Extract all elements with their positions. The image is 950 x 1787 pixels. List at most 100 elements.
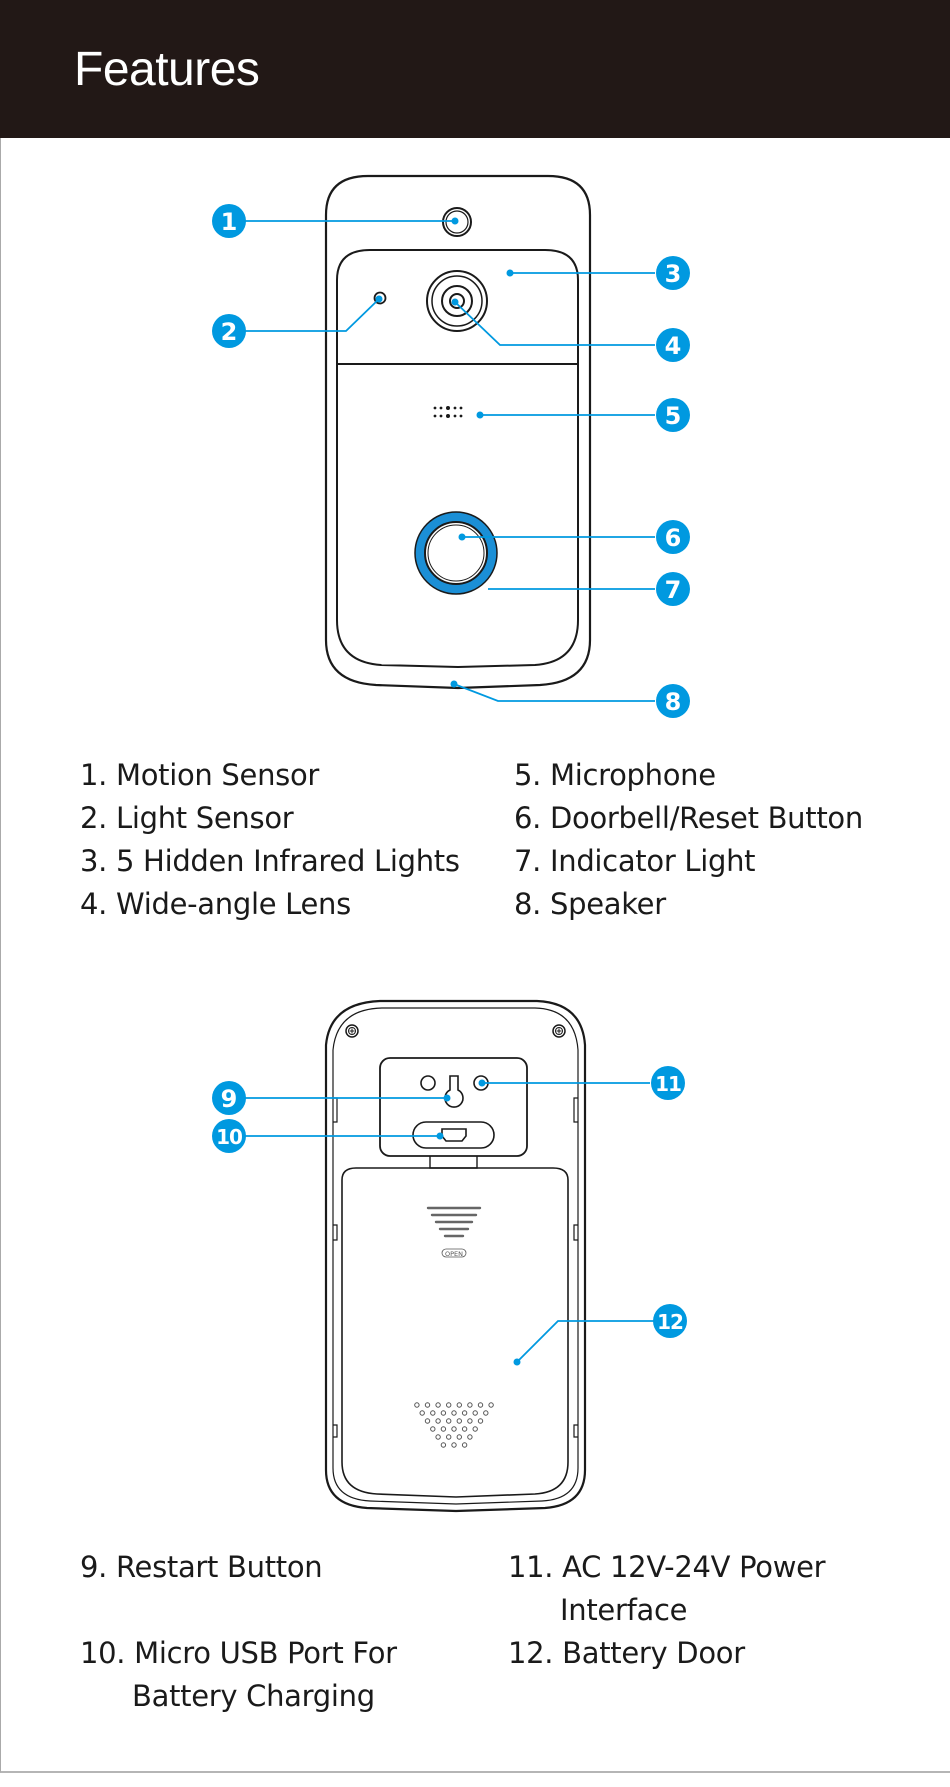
grill-hole: [472, 1410, 478, 1416]
callout-5: 5: [656, 398, 690, 432]
svg-text:9: 9: [221, 1085, 238, 1113]
grill-hole: [435, 1418, 441, 1424]
front-legend-right: 5. Microphone 6. Doorbell/Reset Button 7…: [514, 754, 863, 926]
callout-12: 12: [653, 1304, 687, 1338]
micro-usb-port: [441, 1128, 467, 1142]
grill-hole: [461, 1410, 468, 1416]
grill-hole: [467, 1434, 473, 1440]
grill-hole: [451, 1410, 457, 1416]
svg-text:12: 12: [657, 1310, 683, 1334]
legend-item: 4. Wide-angle Lens: [80, 887, 351, 921]
legend-item: 1. Motion Sensor: [80, 758, 320, 792]
microphone-holes: [433, 406, 463, 418]
grill-hole: [483, 1410, 489, 1416]
grill-hole: [446, 1434, 452, 1440]
callout-10: 10: [212, 1119, 246, 1153]
svg-text:11: 11: [655, 1072, 681, 1096]
grill-hole: [440, 1442, 447, 1448]
grill-hole: [451, 1442, 457, 1448]
battery-door: [341, 1167, 569, 1498]
open-grip-lines: [426, 1206, 482, 1238]
light-sensor: [373, 291, 387, 305]
callout-4: 4: [656, 328, 690, 362]
motion-sensor-inner: [445, 210, 469, 234]
lens-center: [449, 293, 465, 309]
doorbell-back-body: [324, 999, 587, 1513]
svg-text:4: 4: [665, 332, 682, 360]
speaker-grill: [414, 1402, 494, 1448]
front-view-diagram: 1 2 3 4 5 6 7 8: [212, 174, 690, 718]
doorbell-front-body: [324, 174, 592, 690]
callout-2: 2: [212, 314, 246, 348]
grill-hole: [430, 1426, 436, 1432]
grill-hole: [456, 1434, 462, 1440]
grill-hole: [446, 1418, 452, 1424]
grill-hole: [440, 1410, 447, 1416]
svg-text:7: 7: [665, 576, 682, 604]
svg-text:1: 1: [221, 208, 238, 236]
grill-hole: [430, 1410, 436, 1416]
doorbell-face-plate: [336, 249, 579, 669]
front-legend-left: 1. Motion Sensor 2. Light Sensor 3. 5 Hi…: [80, 754, 460, 926]
grill-hole: [467, 1402, 473, 1408]
page-title: Features: [74, 43, 260, 96]
legend-item: 7. Indicator Light: [514, 844, 756, 878]
content-frame: [0, 138, 950, 1773]
legend-item: 11. AC 12V-24V Power: [508, 1550, 826, 1584]
grill-hole: [477, 1402, 484, 1408]
header-bar: Features: [0, 0, 950, 138]
svg-text:2: 2: [221, 318, 238, 346]
grill-hole: [446, 1402, 452, 1408]
doorbell-back-inner: [332, 1007, 579, 1505]
legend-item-continued: Battery Charging: [132, 1679, 375, 1713]
callout-1: 1: [212, 204, 246, 238]
lens-inner: [441, 285, 473, 317]
legend-item: 10. Micro USB Port For: [80, 1636, 397, 1670]
legend-item: 9. Restart Button: [80, 1550, 323, 1584]
grill-hole: [435, 1434, 441, 1440]
back-legend-left: 9. Restart Button 10. Micro USB Port For…: [80, 1546, 397, 1718]
usb-port-housing: [412, 1121, 495, 1149]
grill-hole: [451, 1426, 457, 1432]
grill-hole: [419, 1410, 425, 1416]
back-legend-right: 11. AC 12V-24V Power Interface 12. Batte…: [508, 1546, 826, 1675]
restart-button-keyhole: [444, 1075, 464, 1108]
svg-text:10: 10: [216, 1125, 242, 1149]
svg-text:8: 8: [665, 688, 682, 716]
svg-text:5: 5: [665, 402, 682, 430]
callout-8: 8: [656, 684, 690, 718]
lens-middle: [431, 275, 483, 327]
svg-text:3: 3: [665, 260, 682, 288]
motion-sensor-outer: [442, 207, 472, 237]
grill-hole: [472, 1426, 478, 1432]
legend-item: 2. Light Sensor: [80, 801, 294, 835]
doorbell-button: [424, 521, 488, 585]
mount-hole-left: [420, 1075, 436, 1091]
legend-item: 5. Microphone: [514, 758, 716, 792]
grill-hole: [424, 1418, 431, 1424]
legend-item: 12. Battery Door: [508, 1636, 745, 1670]
legend-item-continued: Interface: [560, 1593, 688, 1627]
callout-9: 9: [212, 1081, 246, 1115]
legend-item: 6. Doorbell/Reset Button: [514, 801, 863, 835]
open-label: OPEN: [445, 1250, 463, 1258]
grill-hole: [456, 1418, 462, 1424]
grill-hole: [456, 1402, 462, 1408]
grill-hole: [461, 1442, 468, 1448]
legend-item: 8. Speaker: [514, 887, 666, 921]
grill-hole: [488, 1402, 494, 1408]
callout-6: 6: [656, 520, 690, 554]
lens-outer: [426, 270, 488, 332]
mounting-plate: [379, 1057, 528, 1157]
grill-hole: [435, 1402, 441, 1408]
grill-hole: [477, 1418, 484, 1424]
svg-text:6: 6: [665, 524, 682, 552]
grill-hole: [467, 1418, 473, 1424]
grill-hole: [440, 1426, 447, 1432]
grill-hole: [424, 1402, 431, 1408]
screw-left: [345, 1024, 359, 1038]
screw-right: [552, 1024, 566, 1038]
callout-3: 3: [656, 256, 690, 290]
callout-11: 11: [651, 1066, 685, 1100]
grill-hole: [414, 1402, 420, 1408]
